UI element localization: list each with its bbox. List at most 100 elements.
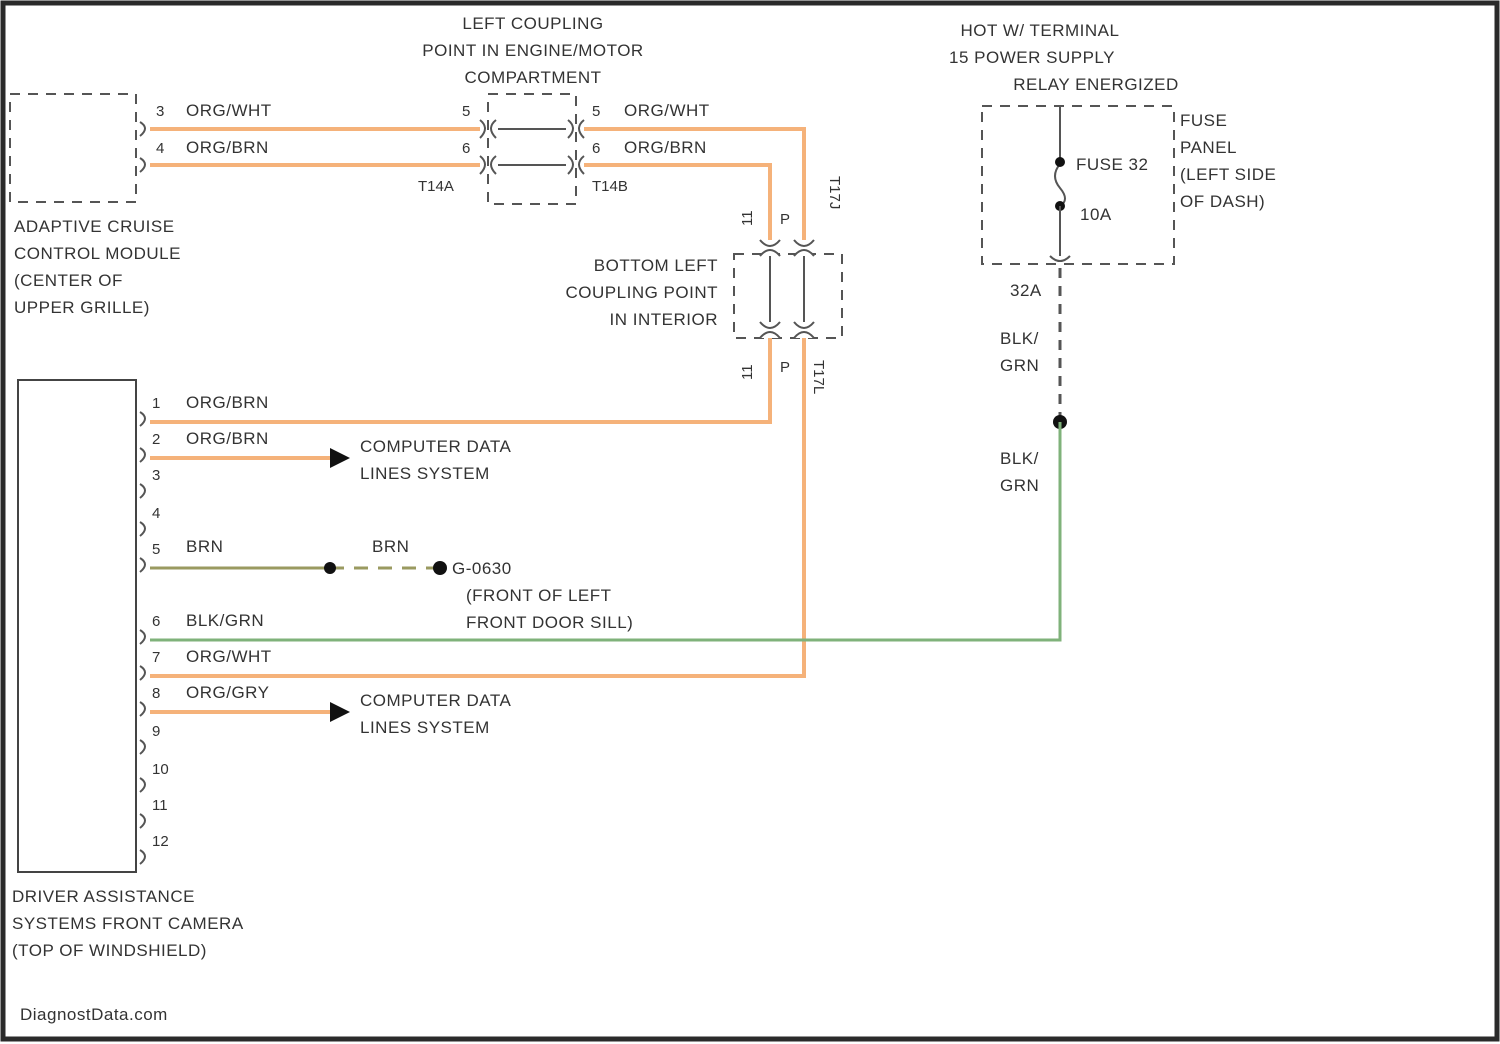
wire-blk-grn-to-camera [150, 422, 1060, 640]
svg-text:15 POWER SUPPLY: 15 POWER SUPPLY [949, 48, 1115, 67]
svg-text:GRN: GRN [1000, 356, 1039, 375]
camera-pin-6: 6 [152, 613, 160, 630]
svg-text:LINES SYSTEM: LINES SYSTEM [360, 464, 490, 483]
wire-label-blk-grn-2: BLK/ GRN [1000, 449, 1039, 495]
acc-pin-3-terminal [140, 122, 145, 136]
fuse-rating: 10A [1080, 205, 1112, 224]
camera-pin-5: 5 [152, 541, 160, 558]
wire-label-blk-grn-1: BLK/ GRN [1000, 329, 1039, 375]
camera-pin-10: 10 [152, 761, 169, 778]
connector-t14b: T14B [592, 178, 628, 195]
svg-text:BLK/: BLK/ [1000, 449, 1039, 468]
camera-pin-2: 2 [152, 431, 160, 448]
coupling-out-pin-6: 6 [592, 140, 600, 157]
fuse-symbol [1055, 164, 1065, 206]
camera-wire-pin7: ORG/WHT [186, 647, 272, 666]
camera-pin-9: 9 [152, 723, 160, 740]
svg-text:COMPUTER DATA: COMPUTER DATA [360, 437, 511, 456]
ground-label: G-0630 (FRONT OF LEFT FRONT DOOR SILL) [452, 559, 633, 632]
bottom-top-pin-11: 11 [739, 210, 756, 226]
svg-text:COMPUTER DATA: COMPUTER DATA [360, 691, 511, 710]
svg-text:OF DASH): OF DASH) [1180, 192, 1265, 211]
connector-t17j: T17J [826, 176, 843, 209]
camera-label: DRIVER ASSISTANCE SYSTEMS FRONT CAMERA (… [12, 887, 244, 960]
camera-wire-pin8: ORG/GRY [186, 683, 269, 702]
arrow-computer-data-2 [330, 702, 350, 722]
camera-pin-11: 11 [152, 797, 168, 814]
fuse-panel-label: FUSE PANEL (LEFT SIDE OF DASH) [1180, 111, 1276, 211]
computer-data-ref-1[interactable]: COMPUTER DATA LINES SYSTEM [360, 437, 511, 483]
arrow-computer-data-1 [330, 448, 350, 468]
acc-module-box [10, 94, 136, 202]
fuse-top-dot [1055, 157, 1065, 167]
svg-text:BOTTOM LEFT: BOTTOM LEFT [594, 256, 718, 275]
camera-wire-brn: BRN [186, 537, 223, 556]
svg-text:(CENTER OF: (CENTER OF [14, 271, 123, 290]
bottom-bottom-pin-p: P [780, 359, 790, 376]
camera-module-box [18, 380, 136, 872]
svg-text:LEFT COUPLING: LEFT COUPLING [462, 14, 603, 33]
computer-data-ref-2[interactable]: COMPUTER DATA LINES SYSTEM [360, 691, 511, 737]
svg-text:UPPER GRILLE): UPPER GRILLE) [14, 298, 150, 317]
coupling-wire-org-wht: ORG/WHT [624, 101, 710, 120]
bottom-coupling-terminals [760, 240, 814, 338]
svg-text:POINT IN ENGINE/MOTOR: POINT IN ENGINE/MOTOR [422, 41, 643, 60]
coupling-out-pin-5: 5 [592, 103, 600, 120]
svg-text:SYSTEMS FRONT CAMERA: SYSTEMS FRONT CAMERA [12, 914, 244, 933]
svg-text:(FRONT OF LEFT: (FRONT OF LEFT [466, 586, 612, 605]
left-coupling-terminals [480, 120, 584, 174]
wire-org-brn-right [584, 165, 770, 240]
bottom-top-pin-p: P [780, 211, 790, 228]
watermark: DiagnostData.com [20, 1005, 168, 1024]
acc-wire-org-brn: ORG/BRN [186, 138, 269, 157]
camera-wire-pin1: ORG/BRN [186, 393, 269, 412]
camera-pin-12: 12 [152, 833, 169, 850]
ground-splice-dot [324, 562, 336, 574]
svg-text:IN INTERIOR: IN INTERIOR [610, 310, 718, 329]
svg-text:PANEL: PANEL [1180, 138, 1237, 157]
coupling-in-pin-5: 5 [462, 103, 470, 120]
fuse-terminal [1050, 256, 1070, 261]
svg-text:G-0630: G-0630 [452, 559, 512, 578]
bottom-coupling-label: BOTTOM LEFT COUPLING POINT IN INTERIOR [566, 256, 718, 329]
acc-pin-4-terminal [140, 158, 145, 172]
bottom-coupling-box [734, 254, 842, 338]
ground-wire-brn: BRN [372, 537, 409, 556]
svg-text:COUPLING POINT: COUPLING POINT [566, 283, 718, 302]
svg-text:COMPARTMENT: COMPARTMENT [464, 68, 601, 87]
svg-text:GRN: GRN [1000, 476, 1039, 495]
camera-pin-4: 4 [152, 505, 160, 522]
diagram-frame [3, 3, 1497, 1039]
acc-pin-3: 3 [156, 103, 164, 120]
camera-pin-terminals [140, 412, 145, 864]
svg-text:FUSE: FUSE [1180, 111, 1227, 130]
svg-text:CONTROL MODULE: CONTROL MODULE [14, 244, 181, 263]
camera-pin-1: 1 [152, 395, 160, 412]
acc-wire-org-wht: ORG/WHT [186, 101, 272, 120]
acc-module-label: ADAPTIVE CRUISE CONTROL MODULE (CENTER O… [14, 217, 181, 317]
coupling-in-pin-6: 6 [462, 140, 470, 157]
svg-text:RELAY ENERGIZED: RELAY ENERGIZED [1013, 75, 1179, 94]
svg-text:ADAPTIVE CRUISE: ADAPTIVE CRUISE [14, 217, 175, 236]
fuse-terminal-32a: 32A [1010, 281, 1042, 300]
left-coupling-box [488, 94, 576, 204]
camera-wire-pin6: BLK/GRN [186, 611, 264, 630]
svg-text:BLK/: BLK/ [1000, 329, 1039, 348]
svg-text:DRIVER ASSISTANCE: DRIVER ASSISTANCE [12, 887, 195, 906]
svg-text:(TOP OF WINDSHIELD): (TOP OF WINDSHIELD) [12, 941, 207, 960]
connector-t17l: T17L [810, 360, 827, 394]
svg-text:LINES SYSTEM: LINES SYSTEM [360, 718, 490, 737]
connector-t14a: T14A [418, 178, 454, 195]
svg-text:HOT W/ TERMINAL: HOT W/ TERMINAL [961, 21, 1120, 40]
acc-pin-4: 4 [156, 140, 164, 157]
bottom-bottom-pin-11: 11 [739, 364, 756, 380]
camera-pin-3: 3 [152, 467, 160, 484]
ground-point-dot [433, 561, 447, 575]
camera-pin-7: 7 [152, 649, 160, 666]
camera-wire-pin2: ORG/BRN [186, 429, 269, 448]
hot-terminal-label: HOT W/ TERMINAL 15 POWER SUPPLY RELAY EN… [949, 21, 1179, 94]
left-coupling-label: LEFT COUPLING POINT IN ENGINE/MOTOR COMP… [422, 14, 643, 87]
coupling-wire-org-brn: ORG/BRN [624, 138, 707, 157]
fuse-panel-box [982, 106, 1174, 264]
